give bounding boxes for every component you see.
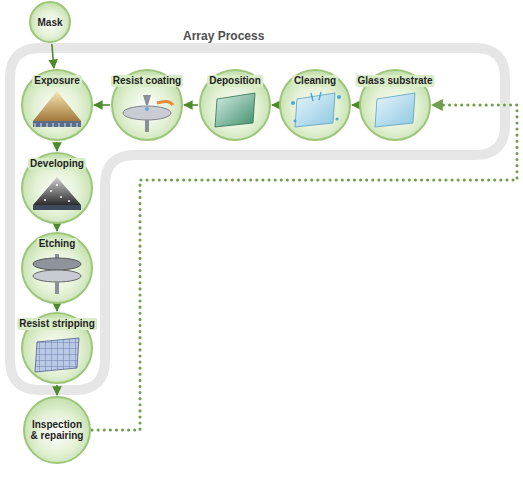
step-label: Developing xyxy=(28,158,86,170)
process-circle: Resist stripping xyxy=(21,312,93,384)
flow-arrow xyxy=(272,104,278,106)
glass-substrate-icon xyxy=(375,93,415,127)
step-label: Resist stripping xyxy=(17,318,97,330)
step-label: Exposure xyxy=(32,75,82,87)
process-circle: Etching xyxy=(21,232,93,304)
etching-icon xyxy=(33,254,81,294)
process-circle: Developing xyxy=(21,152,93,224)
track-band xyxy=(10,48,505,390)
diagram-title: Array Process xyxy=(183,29,264,43)
step-label: Deposition xyxy=(207,75,263,87)
step-label: Etching xyxy=(37,238,78,250)
process-circle: Mask xyxy=(29,1,71,43)
developing-icon xyxy=(33,177,81,210)
step-label: Resist coating xyxy=(111,75,183,87)
step-label: Inspection & repairing xyxy=(27,419,87,441)
process-circle: Inspection & repairing xyxy=(23,396,91,464)
exposure-icon xyxy=(33,91,81,127)
process-circle: Cleaning xyxy=(279,69,351,141)
step-label: Glass substrate xyxy=(355,75,434,87)
resist-coating-icon xyxy=(123,95,173,132)
process-circle: Glass substrate xyxy=(359,69,431,141)
flow-arrow xyxy=(56,385,58,395)
process-circle: Resist coating xyxy=(111,69,183,141)
return-flow-arrow xyxy=(92,105,517,430)
flow-arrow xyxy=(352,104,358,106)
deposition-icon xyxy=(215,93,255,127)
flow-arrow xyxy=(94,104,110,106)
flow-arrow xyxy=(56,142,58,151)
resist-stripping-icon xyxy=(35,338,79,372)
flow-arrow xyxy=(52,44,54,68)
flow-arrow xyxy=(184,104,198,106)
process-circle: Exposure xyxy=(21,69,93,141)
flow-arrow xyxy=(56,225,58,231)
flow-arrow xyxy=(56,305,58,311)
step-label: Mask xyxy=(35,17,64,28)
cleaning-icon xyxy=(291,92,341,127)
process-circle: Deposition xyxy=(199,69,271,141)
step-label: Cleaning xyxy=(292,75,338,87)
